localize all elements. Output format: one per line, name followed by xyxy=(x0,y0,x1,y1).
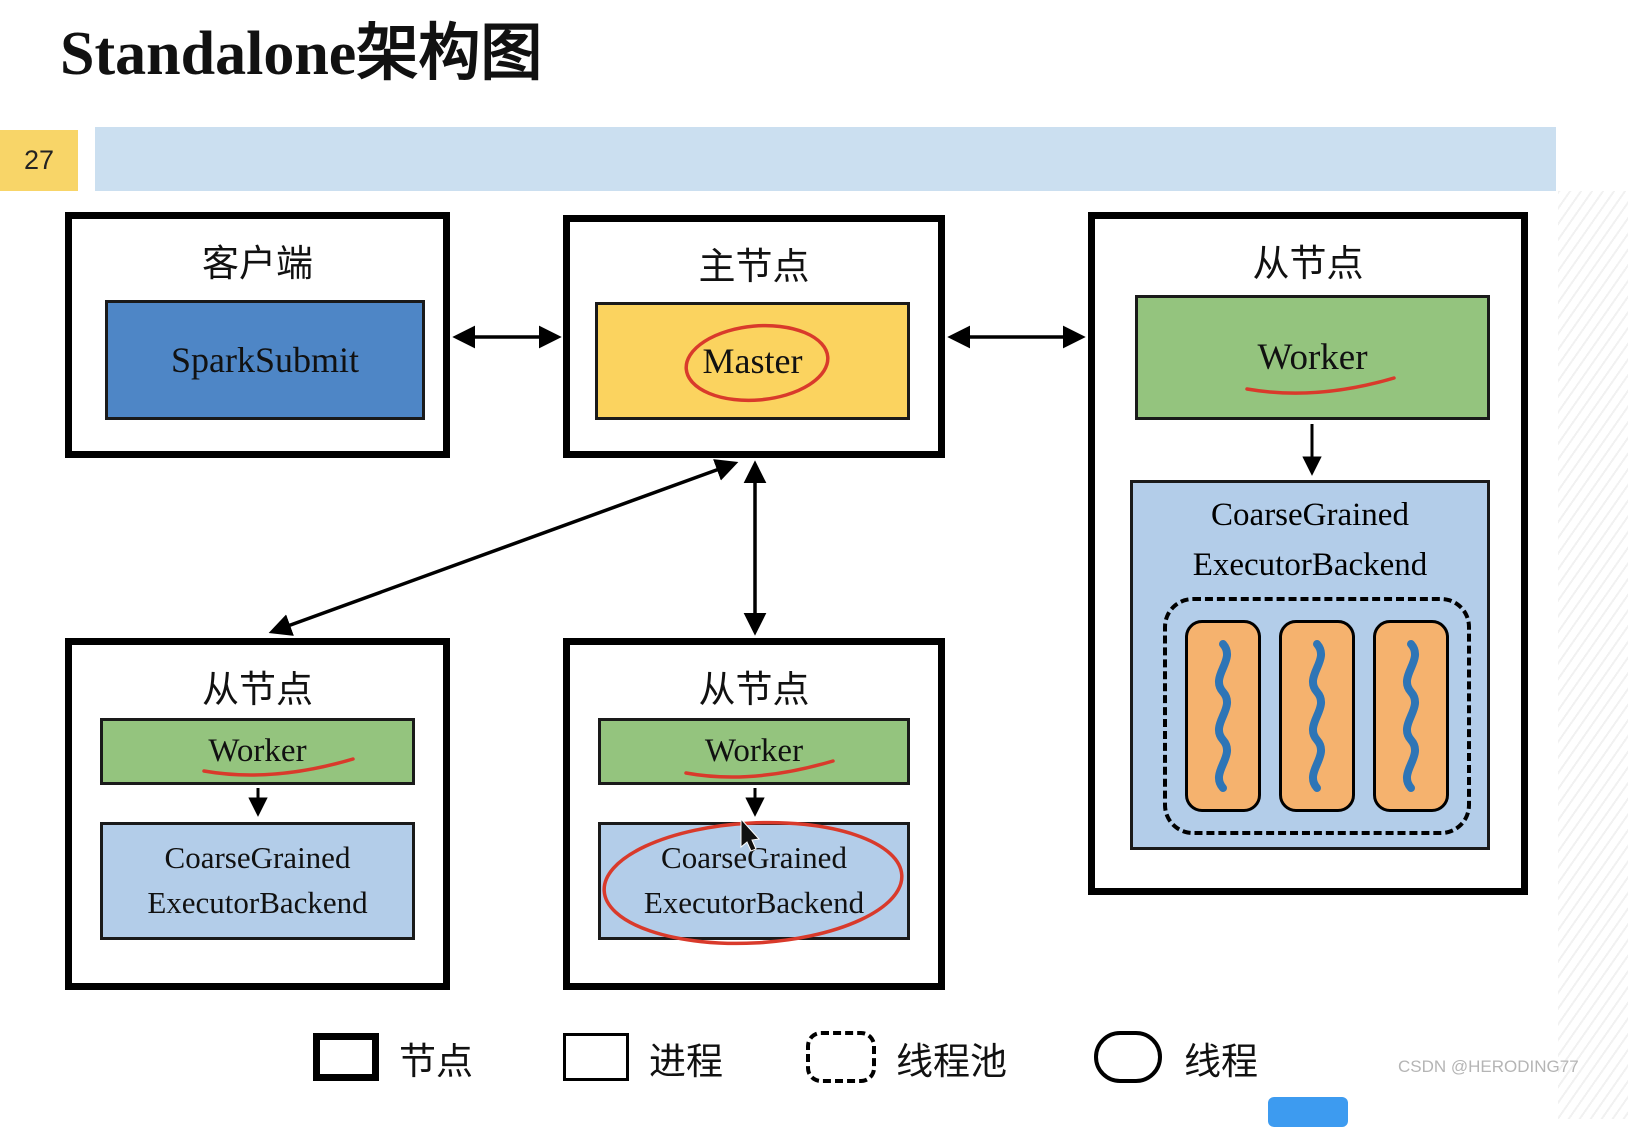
slave-right-node-title: 从节点 xyxy=(1252,244,1364,285)
legend-node-icon xyxy=(313,1033,379,1081)
thread-squiggle-icon xyxy=(1215,640,1231,792)
slave-left-executor-box: CoarseGrained ExecutorBackend xyxy=(100,822,415,940)
slave-middle-executor-box: CoarseGrained ExecutorBackend xyxy=(598,822,910,940)
legend-node-label: 节点 xyxy=(399,1042,473,1083)
thread-1 xyxy=(1185,620,1261,812)
thread-squiggle-icon xyxy=(1309,640,1325,792)
slave-left-node-box: 从节点 Worker CoarseGrained ExecutorBackend xyxy=(65,638,450,990)
legend-thread-pool-icon xyxy=(806,1031,876,1083)
legend-thread-icon xyxy=(1094,1031,1162,1083)
legend-thread-label: 线程 xyxy=(1184,1042,1258,1083)
master-node-box: 主节点 Master xyxy=(563,215,945,458)
slave-middle-worker-box: Worker xyxy=(598,718,910,785)
watermark: CSDN @HERODING77 xyxy=(1398,1057,1579,1076)
sparksubmit-process-box: SparkSubmit xyxy=(105,300,425,420)
legend-process-label: 进程 xyxy=(649,1042,723,1083)
master-process-box: Master xyxy=(595,302,910,420)
thread-3 xyxy=(1373,620,1449,812)
client-node-title: 客户端 xyxy=(202,244,313,285)
thread-2 xyxy=(1279,620,1355,812)
thread-squiggle-icon xyxy=(1403,640,1419,792)
page-title: Standalone架构图 xyxy=(60,20,543,88)
header-bar xyxy=(95,127,1556,191)
slave-right-worker-box: Worker xyxy=(1135,295,1490,420)
slave-right-node-box: 从节点 Worker CoarseGrained ExecutorBackend xyxy=(1088,212,1528,895)
arrow-master-slave-left xyxy=(268,459,739,636)
page-number-badge: 27 xyxy=(0,130,78,191)
master-node-title: 主节点 xyxy=(698,247,810,288)
slave-middle-node-box: 从节点 Worker CoarseGrained ExecutorBackend xyxy=(563,638,945,990)
slave-middle-node-title: 从节点 xyxy=(698,670,810,711)
legend-process-icon xyxy=(563,1033,629,1081)
player-control-button[interactable] xyxy=(1268,1097,1348,1127)
slave-left-worker-box: Worker xyxy=(100,718,415,785)
slave-left-node-title: 从节点 xyxy=(202,670,313,711)
legend-thread-pool-label: 线程池 xyxy=(896,1042,1007,1083)
slave-right-executor-label: CoarseGrained ExecutorBackend xyxy=(1192,497,1428,583)
client-node-box: 客户端 SparkSubmit xyxy=(65,212,450,458)
slave-right-executor-box: CoarseGrained ExecutorBackend xyxy=(1130,480,1490,850)
thread-pool xyxy=(1163,597,1471,835)
right-edge-decoration xyxy=(1558,191,1628,1119)
